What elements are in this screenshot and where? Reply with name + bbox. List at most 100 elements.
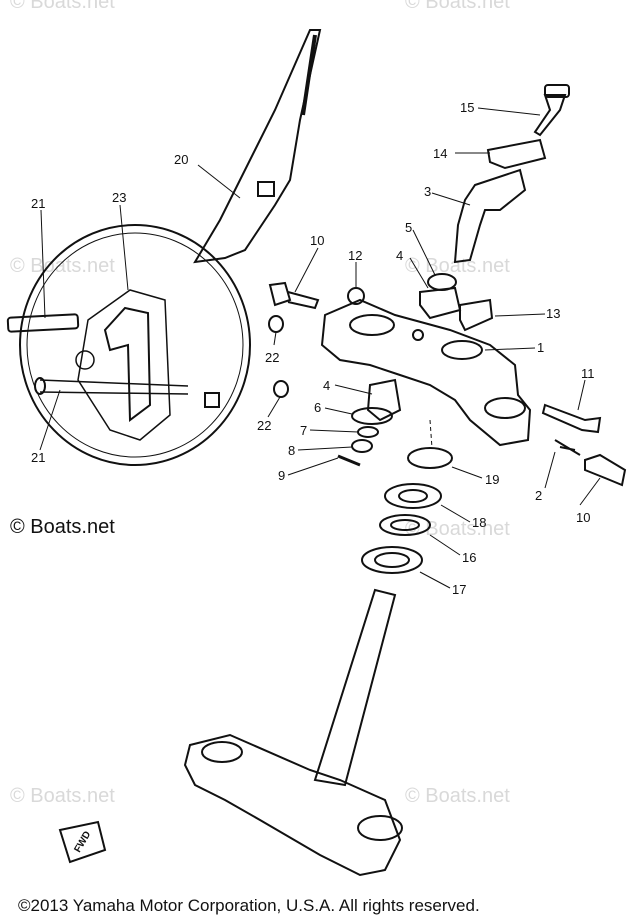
number-plate-assembly <box>6 29 322 466</box>
grommet-upper <box>268 315 284 333</box>
under-bracket <box>183 733 402 877</box>
leader-17 <box>419 571 451 589</box>
leader-21b <box>39 389 61 451</box>
stem-nut-parts <box>337 378 402 467</box>
bearing-cover-18 <box>384 483 442 509</box>
watermark-mid-left: © Boats.net <box>10 255 115 277</box>
bolt-10-upper <box>268 281 320 310</box>
bolt-10-lower <box>584 453 627 487</box>
leader-7 <box>309 429 359 433</box>
watermark-center-right: © Boats.net <box>405 518 510 540</box>
under-bracket-bore-right <box>357 815 403 841</box>
callout-12: 12 <box>348 248 362 263</box>
number-plate-digit <box>103 306 152 422</box>
bearing-16-inner <box>390 519 420 531</box>
watermark-top-left: © Boats.net <box>10 0 115 13</box>
callout-4b: 4 <box>323 378 330 393</box>
callout-18: 18 <box>472 515 486 530</box>
washer-6 <box>351 407 393 425</box>
leader-3 <box>431 192 471 206</box>
leader-9 <box>287 457 339 476</box>
nut-8 <box>351 439 373 453</box>
leader-22a <box>273 331 277 346</box>
bearing-17-inner <box>374 552 410 568</box>
watermark-mid-right: © Boats.net <box>405 255 510 277</box>
handle-crown-assembly <box>320 298 532 447</box>
bolt-15 <box>533 94 567 137</box>
plate-bracket-upper <box>6 313 80 333</box>
grommet-lower <box>273 380 289 398</box>
leader-21a <box>40 209 46 319</box>
number-plate-digit-frame <box>77 289 171 441</box>
fwd-arrow-icon <box>58 820 107 864</box>
callout-22b: 22 <box>257 418 271 433</box>
callout-labels: 1 2 3 4 4 5 6 7 8 9 10 10 11 12 13 14 15… <box>31 100 595 597</box>
leader-20 <box>197 164 241 199</box>
leader-lines <box>39 107 601 589</box>
leader-10a <box>294 247 319 293</box>
washer-7 <box>357 426 379 438</box>
damper-4-upper <box>419 286 462 320</box>
callout-7: 7 <box>300 423 307 438</box>
callout-9: 9 <box>278 468 285 483</box>
leader-4a <box>409 257 429 289</box>
bolt-13 <box>459 298 494 332</box>
crown-bore-center <box>441 340 483 360</box>
callout-15: 15 <box>460 100 474 115</box>
crown-left-fasteners <box>268 281 365 310</box>
bearing-16 <box>379 514 431 536</box>
callout-10b: 10 <box>576 510 590 525</box>
watermark-top-right: © Boats.net <box>405 0 510 13</box>
footer-copyright: ©2013 Yamaha Motor Corporation, U.S.A. A… <box>18 896 480 915</box>
washer-2 <box>554 439 581 456</box>
callout-17: 17 <box>452 582 466 597</box>
plate-bolt-long <box>39 379 189 395</box>
callout-6: 6 <box>314 400 321 415</box>
callout-16: 16 <box>462 550 476 565</box>
leader-13 <box>494 313 546 317</box>
stay-strap <box>301 34 317 116</box>
handle-crown <box>320 298 532 447</box>
callout-1: 1 <box>537 340 544 355</box>
under-bracket-assembly <box>183 588 403 877</box>
leader-18 <box>440 504 471 523</box>
callout-20: 20 <box>174 152 188 167</box>
crown-right-fasteners <box>541 403 627 487</box>
holder-cap-14 <box>486 138 547 170</box>
crown-bolt-hole <box>412 329 424 341</box>
number-plate <box>19 224 251 466</box>
handlebar-holder-assembly <box>419 84 570 332</box>
leader-10b <box>579 477 601 506</box>
callout-8: 8 <box>288 443 295 458</box>
cap-nut-4 <box>366 378 402 422</box>
copyright-overlay: © Boats.net <box>10 516 115 538</box>
cotter-pin-9 <box>337 454 361 467</box>
callout-10a: 10 <box>310 233 324 248</box>
plate-hole <box>75 350 95 370</box>
watermarks: © Boats.net © Boats.net © Boats.net © Bo… <box>10 0 510 807</box>
callout-5: 5 <box>405 220 412 235</box>
holder-3 <box>453 168 527 264</box>
leader-16 <box>429 534 461 556</box>
crown-bore-right <box>484 397 526 419</box>
steering-bearings <box>361 447 453 574</box>
leader-1 <box>484 347 536 351</box>
leader-4b <box>334 384 373 395</box>
leader-2 <box>544 451 556 489</box>
callout-3: 3 <box>424 184 431 199</box>
callout-2: 2 <box>535 488 542 503</box>
callout-4a: 4 <box>396 248 403 263</box>
callout-14: 14 <box>433 146 447 161</box>
callout-11: 11 <box>581 366 595 381</box>
number-plate-rim <box>26 232 244 458</box>
ring-nut-19 <box>407 447 453 469</box>
under-bracket-bore-left <box>201 741 243 763</box>
watermark-bottom-right: © Boats.net <box>405 785 510 807</box>
fwd-marker: FWD <box>58 820 107 864</box>
leader-8 <box>297 446 353 451</box>
stem-axis-line <box>429 419 433 449</box>
bolt-11 <box>541 403 602 434</box>
leader-11 <box>577 379 586 411</box>
leader-5 <box>412 229 436 276</box>
